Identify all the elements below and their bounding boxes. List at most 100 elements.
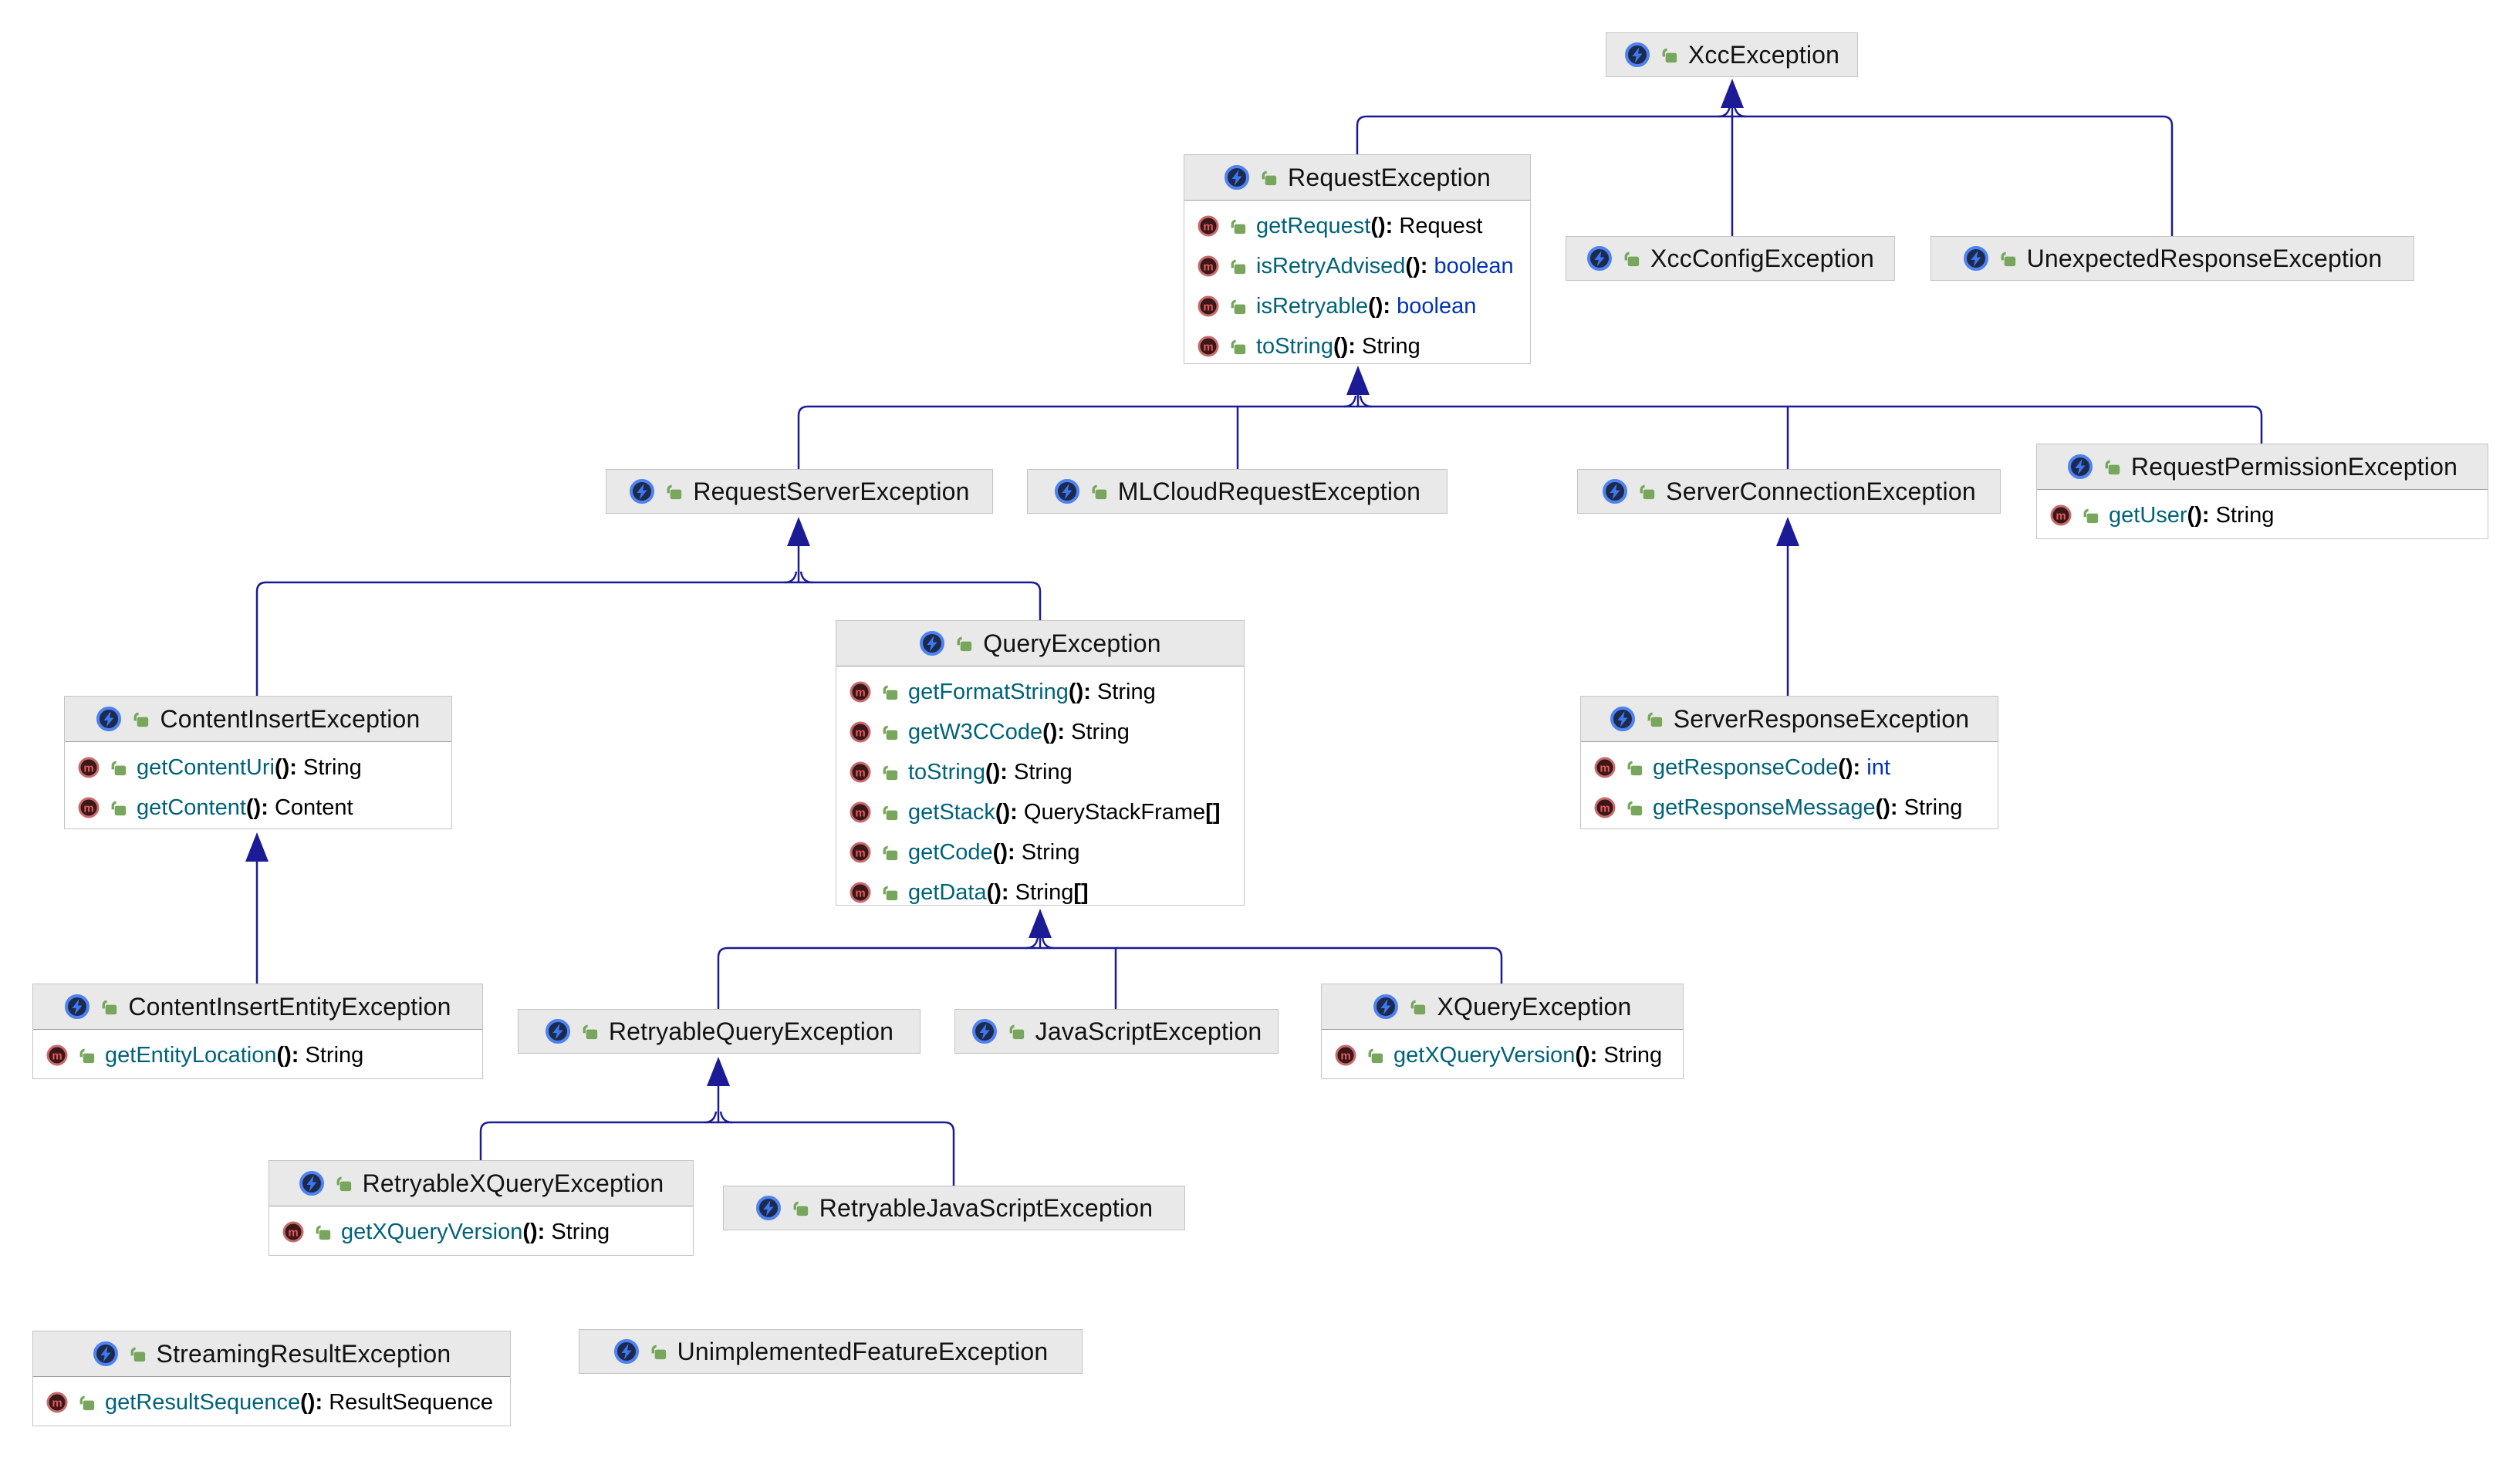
exception-class-icon — [64, 994, 90, 1020]
exception-class-icon — [545, 1018, 571, 1044]
return-type: String — [1071, 719, 1130, 744]
method-signature: getFormatString(): String — [908, 680, 1156, 705]
method-parens: (): — [995, 799, 1018, 825]
return-type: String — [1021, 839, 1080, 865]
public-unlocked-icon — [76, 1045, 97, 1066]
class-node-xccConfig[interactable]: XccConfigException — [1566, 236, 1895, 281]
public-unlocked-icon — [579, 1021, 600, 1042]
method-parens: (): — [1370, 213, 1393, 238]
inheritance-arrowhead — [1029, 909, 1052, 938]
public-unlocked-icon — [1006, 1021, 1027, 1042]
inheritance-arrowhead — [787, 517, 810, 546]
class-name: XQueryException — [1437, 992, 1632, 1021]
svg-text:m: m — [855, 687, 865, 700]
return-type: String — [1603, 1042, 1663, 1068]
public-unlocked-icon — [1637, 481, 1657, 502]
method-icon: m — [282, 1220, 305, 1243]
method-name: getData — [908, 879, 987, 905]
method-parens: (): — [1875, 795, 1898, 820]
svg-text:m: m — [52, 1050, 62, 1063]
return-type: String — [1014, 759, 1073, 784]
public-unlocked-icon — [880, 882, 900, 903]
class-name: RequestServerException — [693, 477, 970, 505]
class-name: ServerResponseException — [1673, 704, 1970, 733]
class-node-requestServer[interactable]: RequestServerException — [606, 469, 993, 514]
method-signature: getW3CCode(): String — [908, 720, 1130, 745]
method-parens: (): — [1575, 1042, 1598, 1068]
class-node-retryableQuery[interactable]: RetryableQueryException — [518, 1009, 921, 1054]
class-node-xcc[interactable]: XccException — [1606, 32, 1858, 77]
method-name: getRequest — [1256, 213, 1371, 238]
class-node-retryableJavaScript[interactable]: RetryableJavaScriptException — [723, 1186, 1185, 1230]
exception-class-icon — [1963, 245, 1989, 272]
class-name: JavaScriptException — [1035, 1017, 1262, 1045]
method-row[interactable]: m getXQueryVersion(): String — [269, 1212, 693, 1252]
method-signature: toString(): String — [908, 760, 1073, 785]
method-name: isRetryAdvised — [1256, 253, 1406, 278]
class-header: RequestPermissionException — [2037, 444, 2488, 490]
method-icon: m — [1197, 295, 1220, 318]
method-signature: getResponseMessage(): String — [1653, 795, 1962, 821]
return-type: String — [2215, 502, 2275, 528]
method-row[interactable]: m getFormatString(): String — [836, 672, 1244, 712]
svg-text:m: m — [83, 802, 93, 815]
public-unlocked-icon — [1089, 481, 1110, 502]
exception-class-icon — [1373, 994, 1399, 1020]
exception-class-icon — [93, 1341, 119, 1367]
method-row[interactable]: m isRetryable(): boolean — [1184, 286, 1530, 326]
inheritance-arrowhead — [1776, 517, 1799, 546]
exception-class-icon — [971, 1018, 998, 1044]
class-node-unimplementedFeature[interactable]: UnimplementedFeatureException — [579, 1329, 1083, 1374]
method-signature: getCode(): String — [908, 840, 1079, 865]
class-node-javaScript[interactable]: JavaScriptException — [954, 1009, 1279, 1054]
method-name: getEntityLocation — [105, 1042, 277, 1068]
class-node-retryableXQuery[interactable]: RetryableXQueryException m getXQueryVersio… — [269, 1160, 694, 1256]
class-node-serverConnection[interactable]: ServerConnectionException — [1577, 469, 2001, 514]
method-signature: getXQueryVersion(): String — [341, 1220, 610, 1245]
method-parens: (): — [1042, 719, 1066, 744]
method-signature: isRetryable(): boolean — [1256, 294, 1476, 319]
method-name: getXQueryVersion — [1393, 1042, 1576, 1068]
class-name: RetryableXQueryException — [362, 1169, 664, 1197]
method-parens: (): — [992, 839, 1015, 865]
svg-text:m: m — [1203, 301, 1213, 314]
method-name: getContent — [137, 795, 246, 820]
class-node-unexpected[interactable]: UnexpectedResponseException — [1931, 236, 2414, 281]
method-name: getResultSequence — [105, 1389, 301, 1415]
svg-text:m: m — [1599, 762, 1610, 775]
public-unlocked-icon — [664, 481, 684, 502]
class-node-mlCloud[interactable]: MLCloudRequestException — [1027, 469, 1447, 514]
return-type: boolean — [1397, 293, 1477, 319]
inheritance-arrowhead — [245, 832, 269, 862]
public-unlocked-icon — [1624, 798, 1645, 818]
class-name: UnexpectedResponseException — [2026, 244, 2383, 272]
